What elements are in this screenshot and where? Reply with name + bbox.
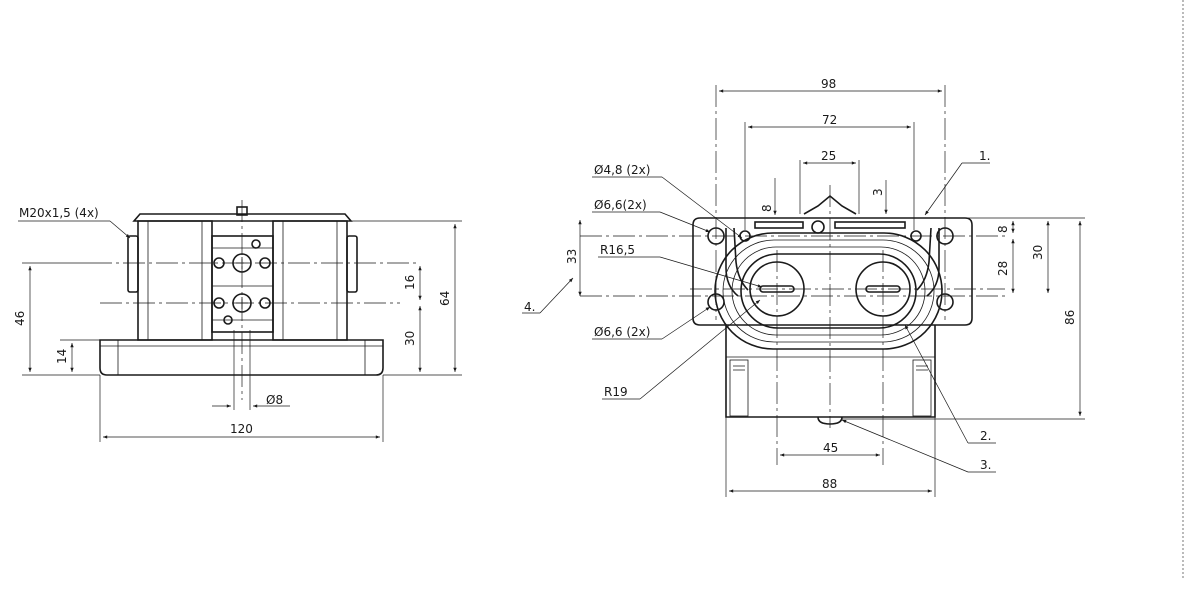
dim-small-3: 3 bbox=[871, 188, 885, 196]
callout-1: 1. bbox=[979, 149, 990, 163]
dim-45: 45 bbox=[823, 441, 838, 455]
label-hole-66-bottom: Ø6,6 (2x) bbox=[594, 325, 650, 339]
dim-30: 30 bbox=[403, 331, 417, 346]
dim-25: 25 bbox=[821, 149, 836, 163]
label-radius-19: R19 bbox=[604, 385, 628, 399]
contact-block bbox=[211, 235, 274, 333]
label-radius-165: R16,5 bbox=[600, 243, 635, 257]
callout-2: 2. bbox=[980, 429, 991, 443]
callout-3: 3. bbox=[980, 458, 991, 472]
dim-small-8: 8 bbox=[760, 204, 774, 212]
oval-seal-outer bbox=[714, 232, 943, 350]
dim-33: 33 bbox=[565, 249, 579, 264]
label-hole-48: Ø4,8 (2x) bbox=[594, 163, 650, 177]
left-view: M20x1,5 (4x) 46 14 16 30 64 Ø8 120 bbox=[13, 200, 462, 442]
dim-right-30: 30 bbox=[1031, 245, 1045, 260]
lower-body bbox=[725, 325, 936, 418]
cable-gland-right bbox=[346, 235, 358, 293]
dim-120: 120 bbox=[230, 422, 253, 436]
mounting-flange bbox=[692, 217, 973, 326]
dim-16: 16 bbox=[403, 275, 417, 290]
dim-14: 14 bbox=[55, 349, 69, 364]
dim-98: 98 bbox=[821, 77, 836, 91]
dim-dia-8: Ø8 bbox=[266, 393, 283, 407]
dim-72: 72 bbox=[822, 113, 837, 127]
dim-86: 86 bbox=[1063, 310, 1077, 325]
right-view: 98 72 25 8 3 Ø4,8 (2x) Ø6,6(2x) R16,5 Ø6… bbox=[522, 77, 1085, 497]
base-plate bbox=[99, 339, 384, 376]
label-hole-66-top: Ø6,6(2x) bbox=[594, 198, 647, 212]
cable-gland-left bbox=[127, 235, 139, 293]
dim-right-8: 8 bbox=[996, 225, 1010, 233]
callout-4: 4. bbox=[524, 300, 535, 314]
thread-label: M20x1,5 (4x) bbox=[19, 206, 99, 220]
left-housing bbox=[137, 220, 213, 341]
dim-88: 88 bbox=[822, 477, 837, 491]
dim-right-28: 28 bbox=[996, 261, 1010, 276]
dim-64: 64 bbox=[438, 291, 452, 306]
dim-46: 46 bbox=[13, 311, 27, 326]
right-housing bbox=[272, 220, 348, 341]
